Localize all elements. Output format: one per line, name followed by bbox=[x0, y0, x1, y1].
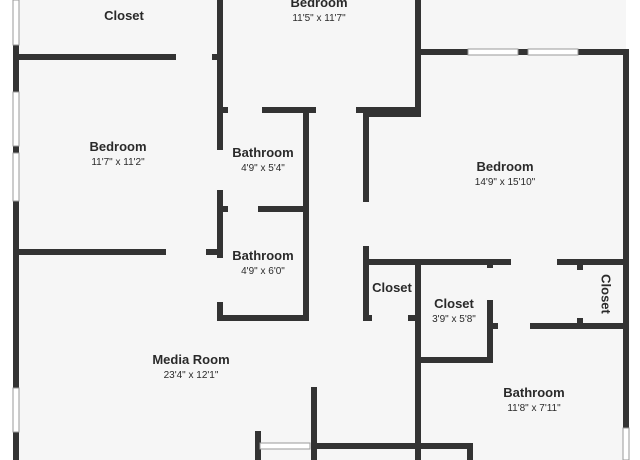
floor-areas bbox=[14, 0, 626, 460]
room-dimensions: 11'8" x 7'11" bbox=[507, 403, 561, 414]
windows bbox=[12, 0, 630, 460]
room-name: Closet bbox=[599, 274, 614, 314]
room-name: Closet bbox=[372, 280, 412, 295]
room-name: Bathroom bbox=[503, 385, 564, 400]
door-openings bbox=[166, 53, 584, 330]
room-dimensions: 3'9" x 5'8" bbox=[432, 314, 476, 325]
room-dimensions: 11'5" x 11'7" bbox=[292, 13, 346, 24]
room-name: Bathroom bbox=[232, 145, 293, 160]
room-dimensions: 14'9" x 15'10" bbox=[475, 177, 536, 188]
room-name: Media Room bbox=[152, 352, 229, 367]
room-dimensions: 4'9" x 5'4" bbox=[241, 163, 285, 174]
room-dimensions: 23'4" x 12'1" bbox=[164, 370, 219, 381]
room-name: Bedroom bbox=[476, 159, 533, 174]
room-name: Bathroom bbox=[232, 248, 293, 263]
room-name: Closet bbox=[434, 296, 474, 311]
room-name: Closet bbox=[104, 8, 144, 23]
room-name: Bedroom bbox=[290, 0, 347, 10]
room-name: Bedroom bbox=[89, 139, 146, 154]
room-dimensions: 11'7" x 11'2" bbox=[91, 157, 145, 168]
room-labels: Closet Bedroom 11'5" x 11'7" Bedroom 11'… bbox=[89, 0, 613, 414]
room-dimensions: 4'9" x 6'0" bbox=[241, 266, 285, 277]
